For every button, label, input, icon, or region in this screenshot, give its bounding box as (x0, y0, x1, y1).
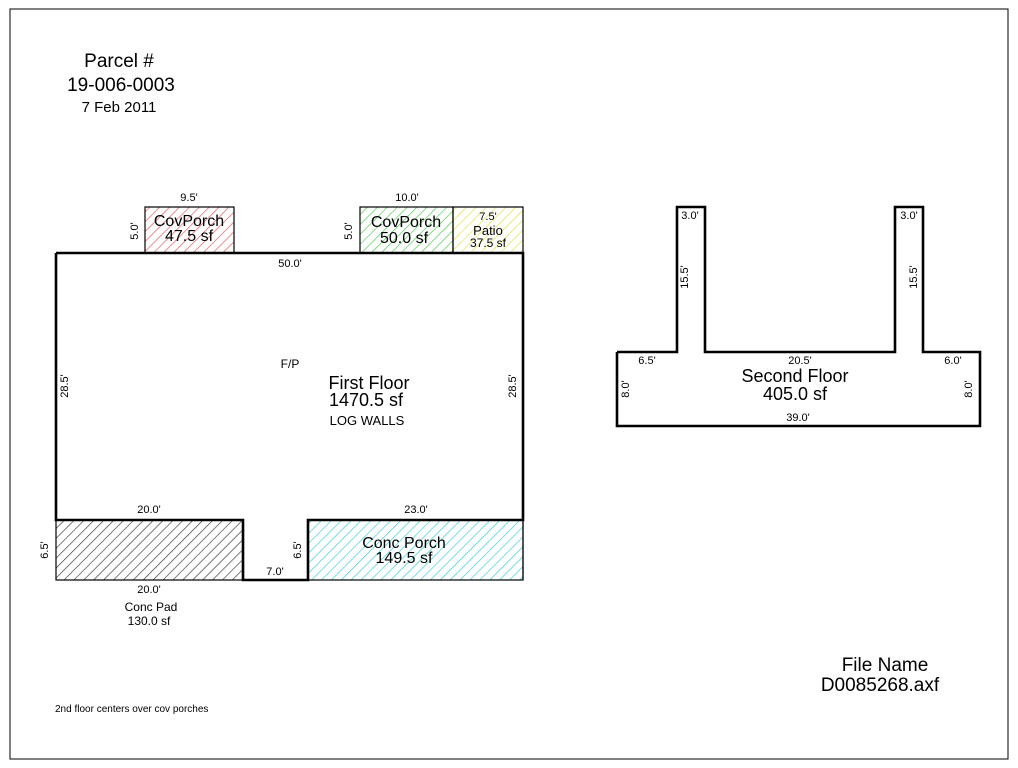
cov-porch-1-area-text: 47.5 sf (165, 228, 214, 245)
first-floor-dim-left: 28.5' (59, 374, 71, 398)
second-floor-dim-right: 8.0' (963, 380, 975, 397)
footer-note: 2nd floor centers over cov porches (55, 704, 208, 715)
cov-porch-2-dim-side: 5.0' (343, 222, 355, 239)
first-floor-dim-bottom-left: 20.0' (137, 504, 161, 516)
page-border (9, 8, 1009, 760)
first-floor-name: First Floor (329, 373, 410, 393)
sketch-date: 7 Feb 2011 (82, 99, 157, 116)
patio-area-text: 37.5 sf (470, 236, 507, 250)
second-floor-dim-left: 8.0' (620, 380, 632, 397)
file-name-value: D0085268.axf (821, 675, 940, 696)
patio-name: Patio (473, 223, 503, 238)
conc-pad-area-text: 130.0 sf (128, 614, 171, 628)
second-floor-tab-left-height: 15.5' (679, 265, 691, 289)
second-floor-name: Second Floor (741, 366, 848, 386)
second-floor-area: 405.0 sf (763, 384, 828, 404)
second-floor-dim-top-middle: 20.5' (788, 355, 812, 367)
conc-porch-area (307, 519, 524, 581)
first-floor-wall-type: LOG WALLS (330, 413, 405, 428)
conc-pad-dim-side: 6.5' (39, 541, 51, 558)
parcel-number: 19-006-0003 (67, 75, 175, 96)
second-floor-dim-top-right: 6.0' (944, 355, 961, 367)
fireplace-label: F/P (281, 357, 300, 371)
cov-porch-2-area-text: 50.0 sf (380, 230, 429, 247)
first-floor-dim-top: 50.0' (278, 258, 302, 270)
cov-porch-1-dim-side: 5.0' (129, 222, 141, 239)
first-floor-area: 1470.5 sf (329, 390, 404, 410)
second-floor-tab-right-width: 3.0' (900, 210, 917, 222)
parcel-label: Parcel # (84, 51, 154, 72)
second-floor-dim-top-left: 6.5' (638, 355, 655, 367)
conc-porch-name: Conc Porch (362, 535, 446, 552)
first-floor-dim-right: 28.5' (507, 374, 519, 398)
first-floor-dim-notch: 7.0' (266, 566, 283, 578)
patio-dim-top: 7.5' (479, 211, 496, 223)
second-floor-dim-bottom: 39.0' (786, 412, 810, 424)
second-floor-tab-right-height: 15.5' (908, 265, 920, 289)
conc-pad-dim-bottom: 20.0' (137, 584, 161, 596)
cov-porch-1-dim-top: 9.5' (180, 192, 197, 204)
first-floor-dim-bottom-right: 23.0' (404, 504, 428, 516)
file-name-label: File Name (842, 655, 929, 676)
cov-porch-2-name: CovPorch (371, 214, 441, 231)
first-floor-dim-notch-side: 6.5' (292, 541, 304, 558)
second-floor-tab-left-width: 3.0' (681, 210, 698, 222)
second-floor-outline (615, 205, 982, 428)
first-floor-outline (54, 251, 525, 582)
cov-porch-2-dim-top: 10.0' (395, 192, 419, 204)
conc-porch-area-text: 149.5 sf (376, 550, 433, 567)
cov-porch-1-name: CovPorch (154, 213, 224, 230)
patio-area (452, 206, 524, 254)
conc-pad-area (55, 519, 244, 581)
conc-pad-name: Conc Pad (125, 600, 178, 614)
cov-porch-2-area (359, 206, 454, 254)
